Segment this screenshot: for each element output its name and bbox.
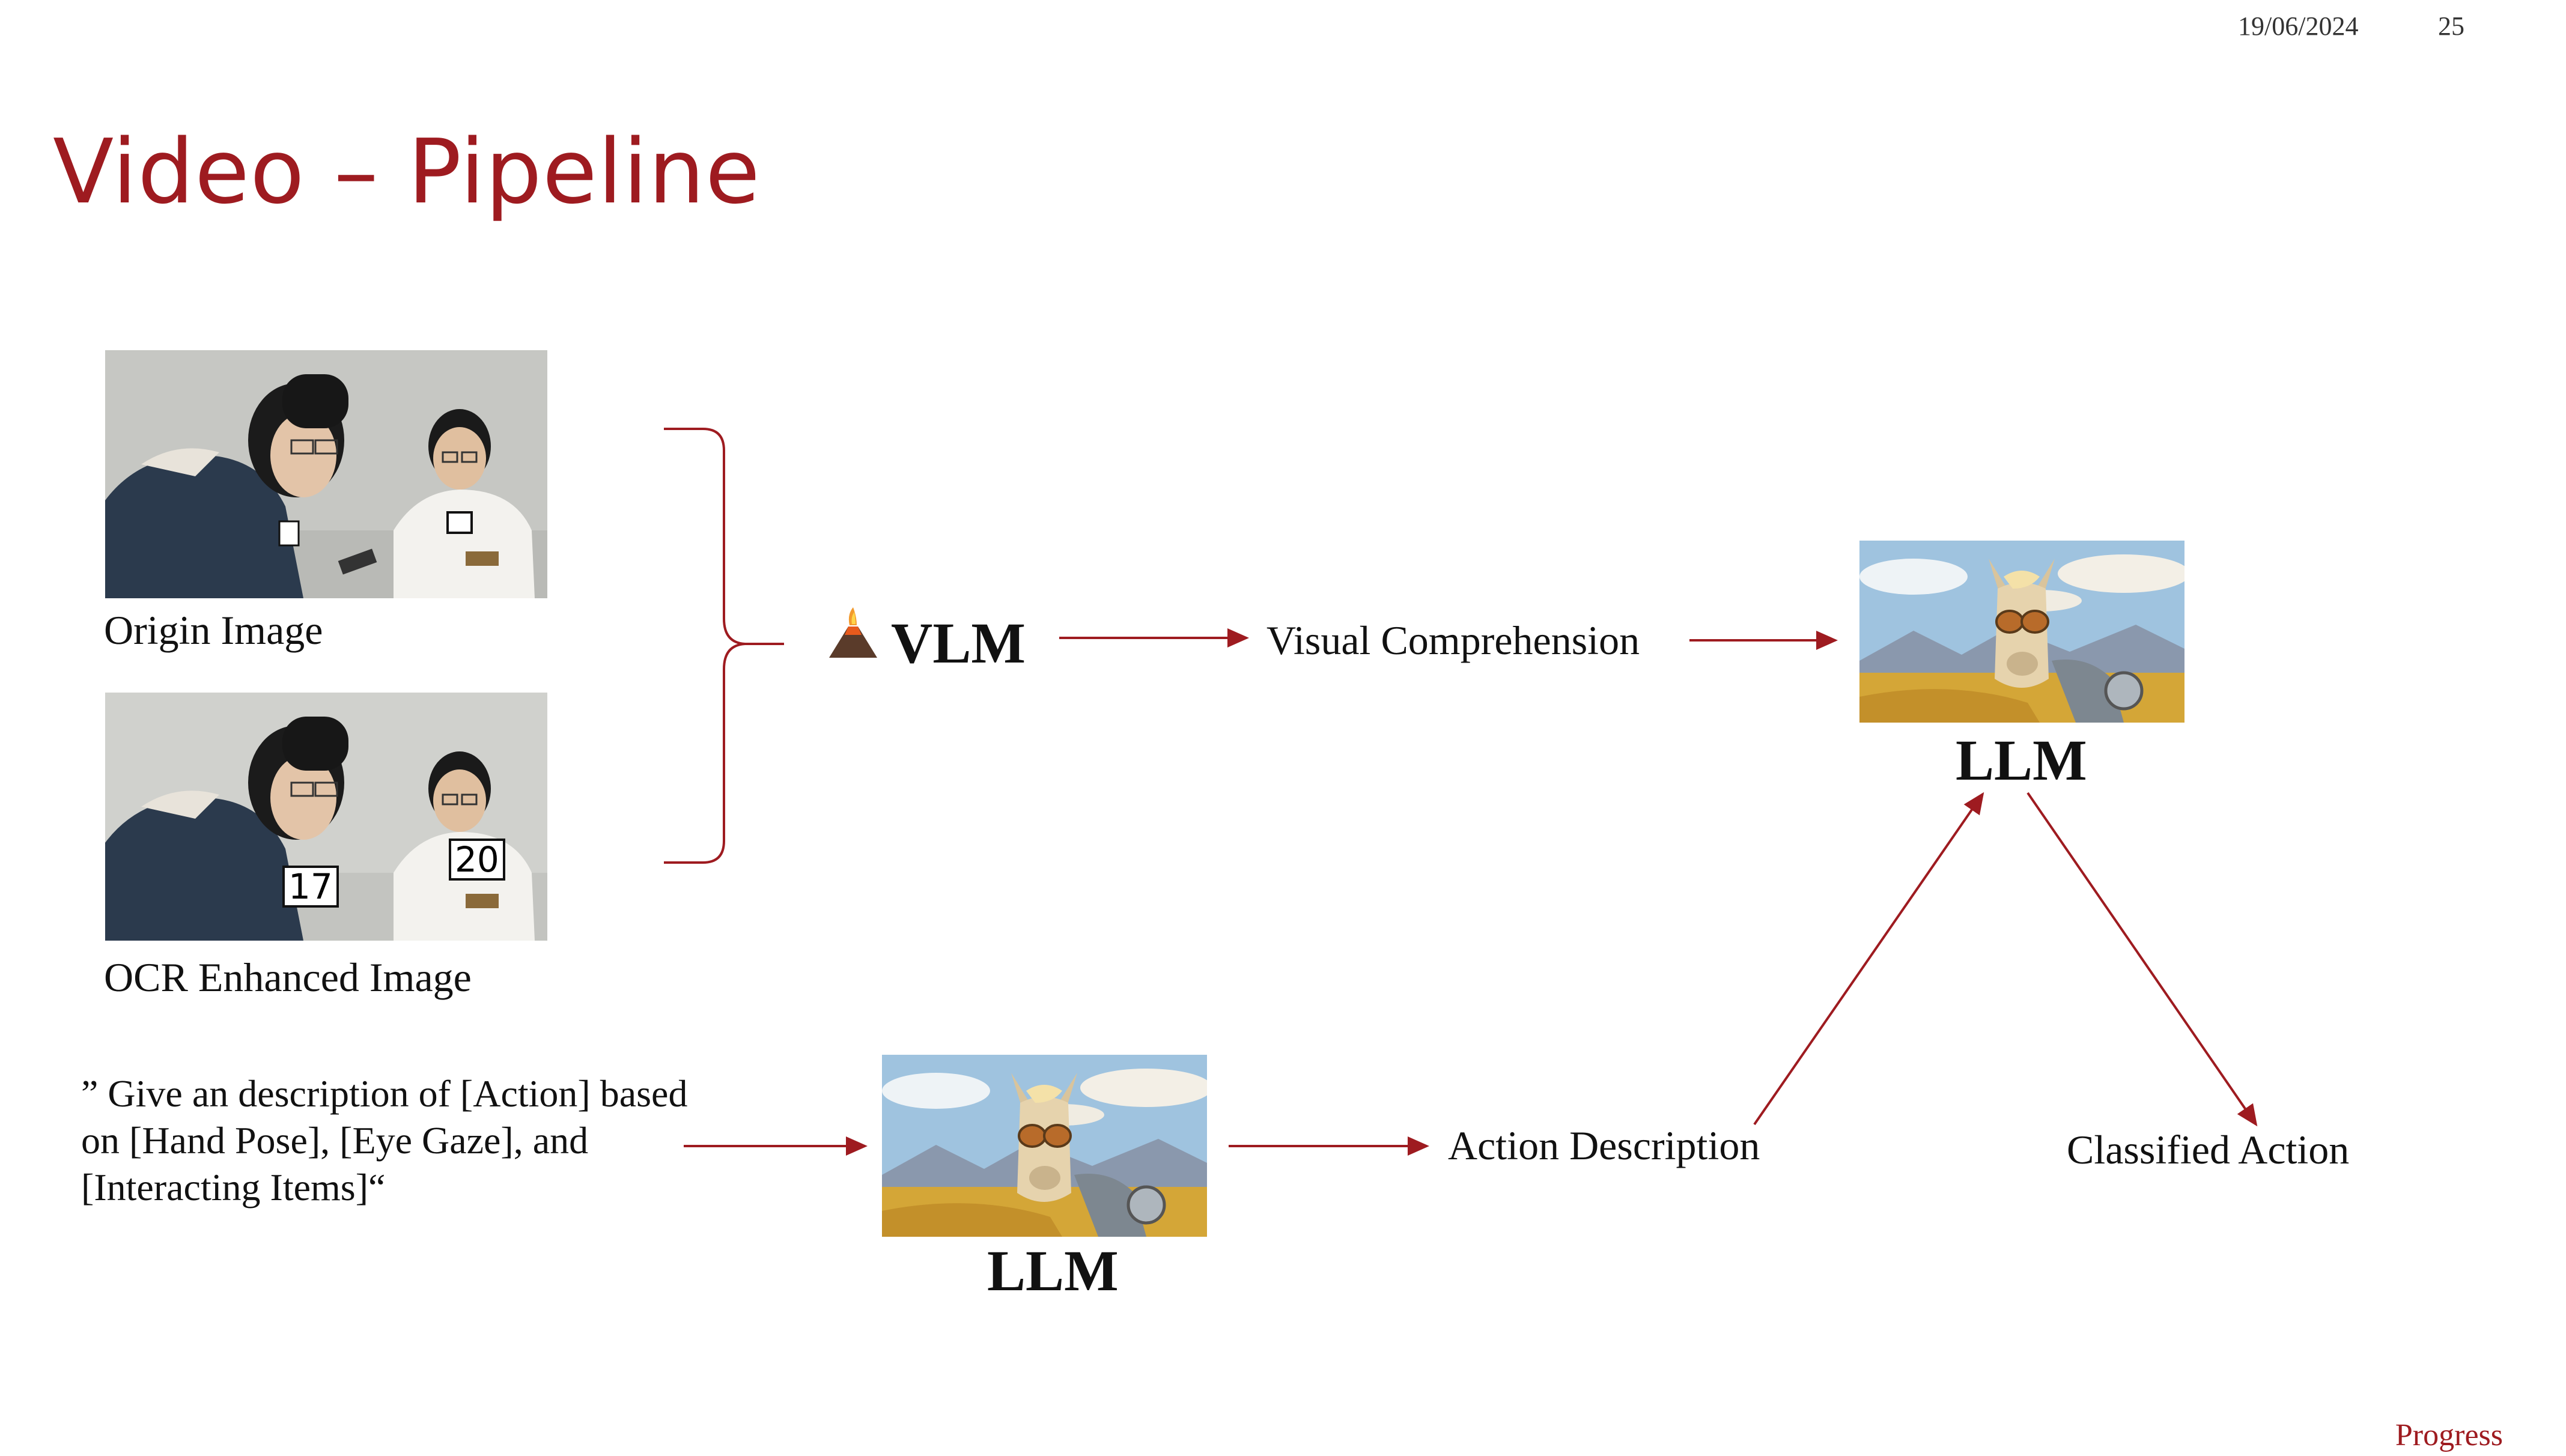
prompt-line-2: on [Hand Pose], [Eye Gaze], and <box>81 1119 589 1162</box>
volcano-icon <box>823 604 880 661</box>
action-description-label: Action Description <box>1448 1123 1760 1168</box>
classified-action-label: Classified Action <box>2067 1127 2350 1172</box>
ocr-enhanced-image: 17 20 <box>105 693 547 941</box>
footer-section: Progress <box>2395 1418 2503 1452</box>
vlm-label: VLM <box>891 611 1026 675</box>
llm-top-label: LLM <box>1956 728 2087 792</box>
llm-bottom-label: LLM <box>987 1239 1119 1303</box>
prompt-line-3: [Interacting Items]“ <box>81 1166 386 1209</box>
ocr-image-label: OCR Enhanced Image <box>104 954 472 1000</box>
origin-image-label: Origin Image <box>104 607 323 653</box>
llm-bottom-image <box>882 1055 1207 1237</box>
arrow-action-to-llm <box>1753 792 1984 1126</box>
slide-number: 25 <box>2438 11 2464 41</box>
prompt-text: ” Give an description of [Action] based … <box>81 1070 826 1211</box>
arrow-llm-to-classified <box>2026 792 2258 1127</box>
prompt-line-1: ” Give an description of [Action] based <box>81 1072 688 1115</box>
origin-image <box>105 350 547 598</box>
ocr-tag-right: 20 <box>449 839 505 881</box>
visual-comprehension-label: Visual Comprehension <box>1266 617 1640 663</box>
slide-date: 19/06/2024 <box>2238 11 2359 41</box>
llm-top-image <box>1859 541 2184 723</box>
page-title: Video – Pipeline <box>53 120 761 223</box>
ocr-tag-left: 17 <box>282 866 339 908</box>
input-bracket <box>664 428 784 864</box>
